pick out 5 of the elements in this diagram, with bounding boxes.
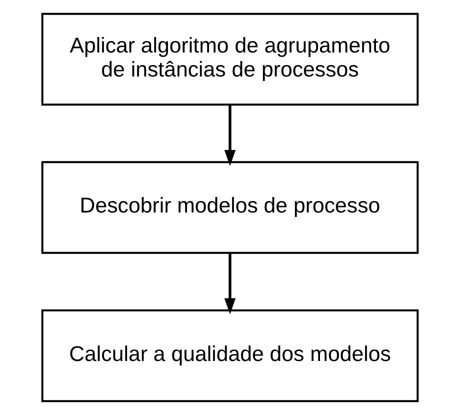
arrow xyxy=(224,105,236,166)
node-box: Descobrir modelos de processo xyxy=(41,161,419,254)
node-box: Aplicar algoritmo de agrupamento de instâncias de processos xyxy=(41,12,419,106)
node-box: Calcular a qualidade dos modelos xyxy=(41,309,419,402)
arrow xyxy=(224,253,236,314)
